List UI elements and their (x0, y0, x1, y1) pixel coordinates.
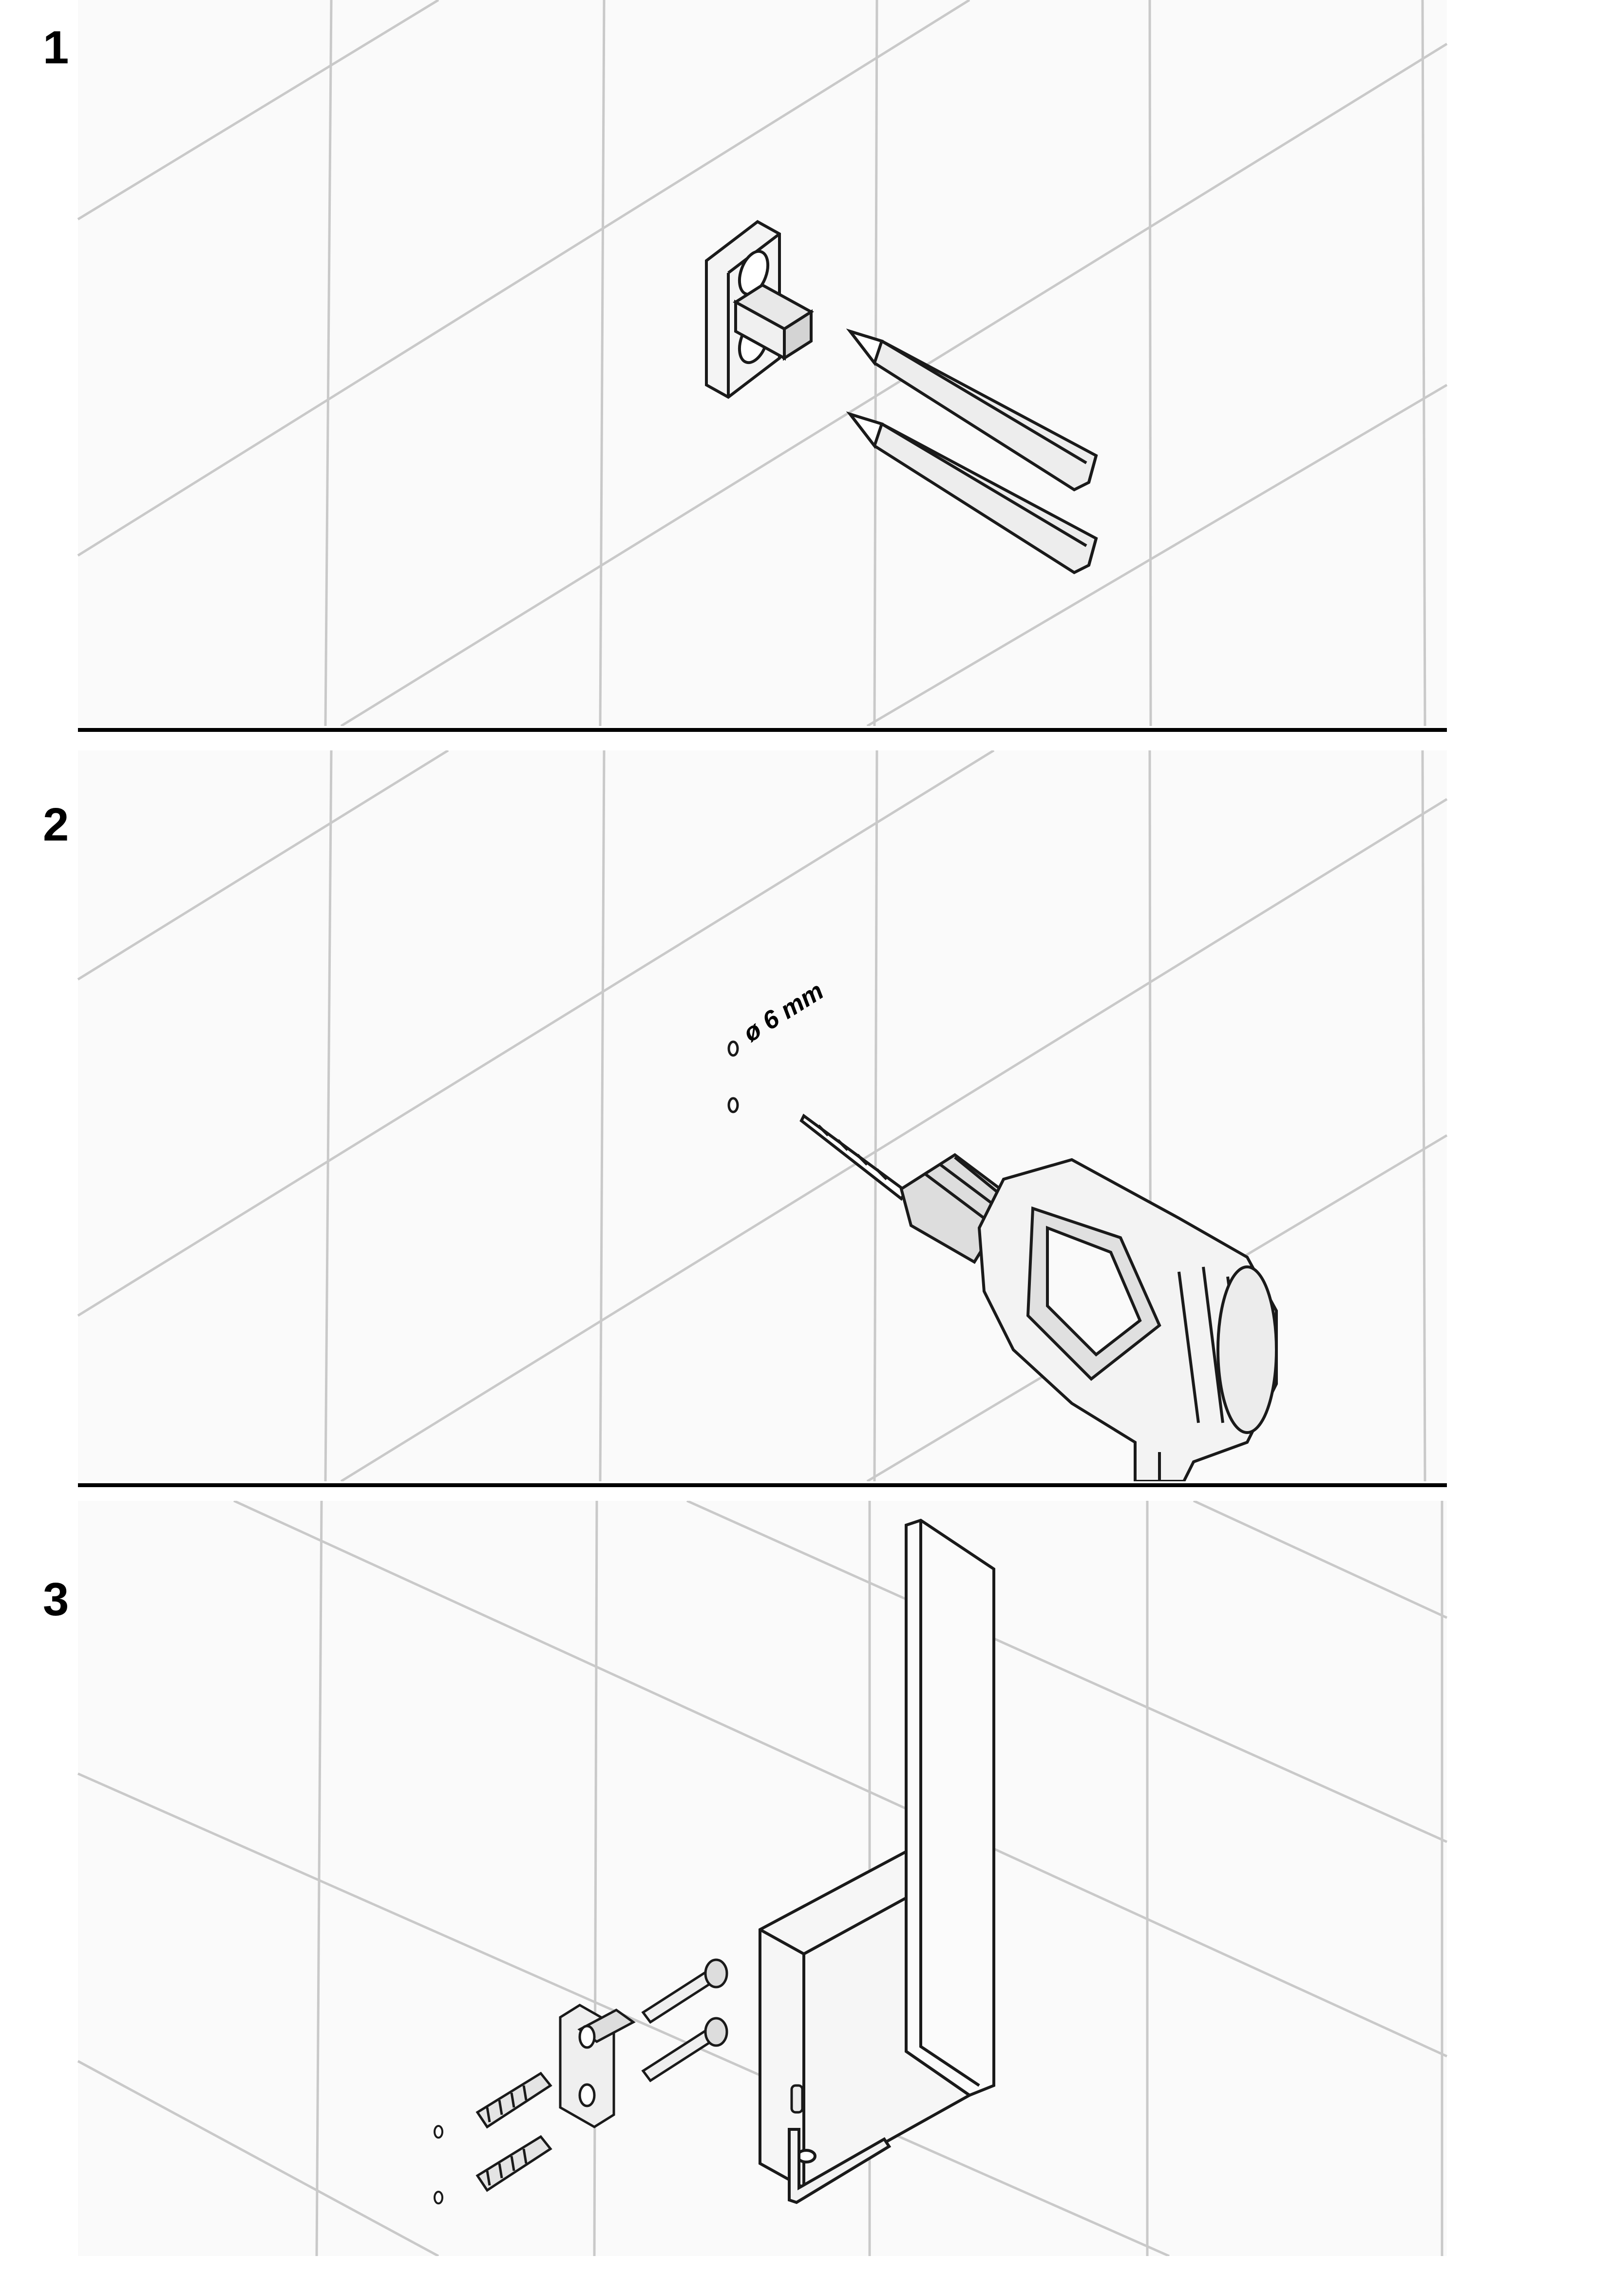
tile-grid (77, 750, 1448, 1481)
step-number-1: 1 (43, 21, 69, 74)
step-number-2: 2 (43, 799, 69, 851)
step-1-illustration (77, 0, 1448, 726)
grub-screw-icon (790, 2084, 804, 2114)
pencil-icon (846, 411, 1098, 574)
hole-icon (434, 2191, 443, 2204)
step-3-panel (0, 1501, 1614, 2256)
step-2-illustration: ø 6 mm (77, 750, 1448, 1481)
step-number-3: 3 (43, 1573, 69, 1626)
step-divider (78, 1483, 1447, 1487)
screw-icon (641, 1958, 728, 2024)
drill-holes (727, 1040, 739, 1113)
step-2-panel: ø 6 mm (0, 750, 1614, 1481)
step-1-panel (0, 0, 1614, 726)
drill-icon (799, 1113, 1278, 1481)
wall-bracket-icon (559, 2004, 636, 2128)
step-3-illustration (77, 1501, 1448, 2256)
pencil-icon (846, 328, 1098, 492)
wall-bracket-icon (705, 220, 814, 399)
towel-holder-icon (759, 1518, 995, 2190)
wall-plug-icon (475, 2135, 552, 2192)
hole-icon (727, 1040, 739, 1057)
hole-icon (434, 2125, 443, 2139)
hole-icon (727, 1097, 739, 1113)
hex-key-icon (788, 2128, 892, 2204)
wall-plug-icon (475, 2071, 552, 2129)
step-divider (78, 728, 1447, 732)
drill-holes (434, 2125, 443, 2204)
screw-icon (641, 2017, 728, 2083)
tile-grid (77, 0, 1448, 726)
